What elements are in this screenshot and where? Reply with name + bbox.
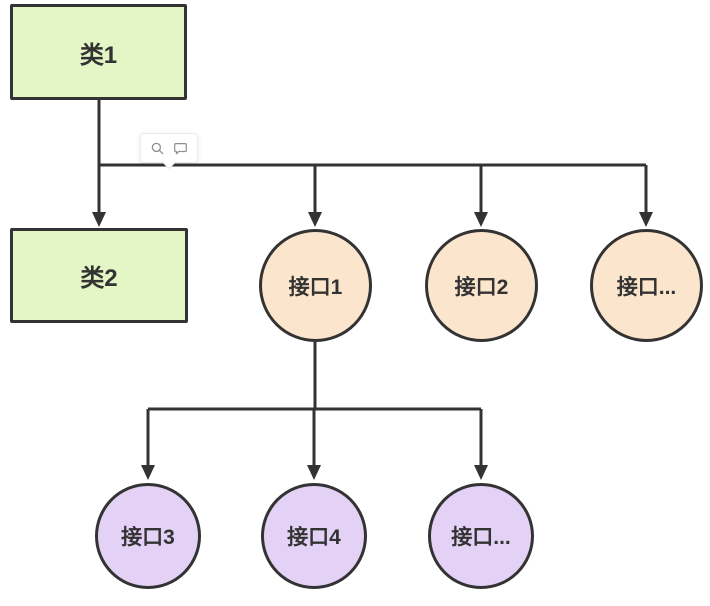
edge-class1-children[interactable] xyxy=(92,100,653,227)
edge-line-top-tree[interactable] xyxy=(97,100,648,214)
node-class2-label: 类2 xyxy=(80,265,118,292)
node-interface-more-top-label: 接口... xyxy=(616,275,677,299)
node-interface2-label: 接口2 xyxy=(454,275,509,299)
arrowhead-interface-more-bottom xyxy=(474,465,488,480)
node-interface3-label: 接口3 xyxy=(121,526,175,549)
arrowhead-interface1 xyxy=(308,212,322,227)
edge-interface1-children[interactable] xyxy=(141,342,488,480)
node-interface1-label: 接口1 xyxy=(288,275,343,299)
node-class1-label: 类1 xyxy=(79,41,118,69)
node-class2[interactable]: 类2 xyxy=(10,228,188,323)
arrowhead-interface4 xyxy=(307,465,321,480)
edge-line-bottom-tree[interactable] xyxy=(146,342,483,466)
arrowhead-interface2 xyxy=(474,212,488,227)
node-class1[interactable]: 类1 xyxy=(10,4,187,100)
node-interface-more-bottom[interactable]: 接口... xyxy=(428,483,534,589)
node-interface4[interactable]: 接口4 xyxy=(261,483,367,589)
node-interface2[interactable]: 接口2 xyxy=(425,229,538,342)
node-interface-more-top[interactable]: 接口... xyxy=(590,229,703,342)
node-interface3[interactable]: 接口3 xyxy=(95,483,201,589)
node-interface1[interactable]: 接口1 xyxy=(259,229,372,342)
comment-icon[interactable] xyxy=(173,141,188,156)
node-interface-more-bottom-label: 接口... xyxy=(451,526,511,549)
arrowhead-class2 xyxy=(92,212,106,227)
arrowhead-interface-more-top xyxy=(639,212,653,227)
search-icon[interactable] xyxy=(150,141,165,156)
edge-hover-toolbar xyxy=(140,133,198,163)
arrowhead-interface3 xyxy=(141,465,155,480)
node-interface4-label: 接口4 xyxy=(287,526,341,549)
